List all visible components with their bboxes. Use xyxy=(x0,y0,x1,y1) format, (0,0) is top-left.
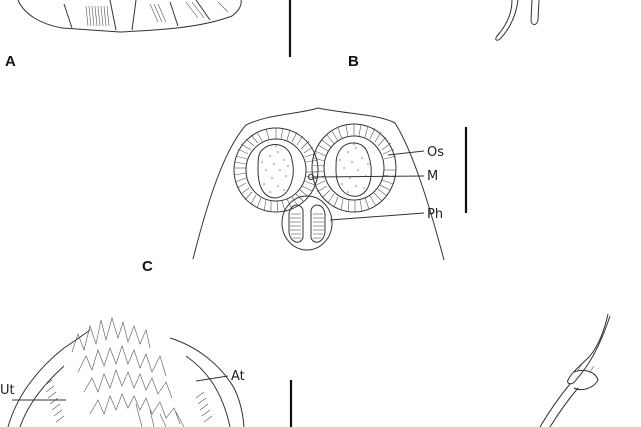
panel-e-drawing xyxy=(539,313,611,427)
label-ut: Ut xyxy=(0,383,15,398)
leader-m xyxy=(313,175,425,178)
panel-c-label: C xyxy=(142,258,153,275)
panel-a-drawing xyxy=(17,0,242,33)
panel-b-label: B xyxy=(348,53,359,70)
oral-sucker-right xyxy=(311,123,397,213)
label-m: M xyxy=(427,169,438,184)
label-os: Os xyxy=(427,145,444,160)
leader-at xyxy=(195,375,229,382)
leader-ph xyxy=(329,212,425,221)
label-at: At xyxy=(231,369,245,384)
panel-d-drawing xyxy=(7,316,245,427)
spine-field xyxy=(71,316,185,427)
panel-b-drawing xyxy=(495,0,540,41)
side-striations xyxy=(43,379,213,423)
panel-a-hatching xyxy=(85,1,229,27)
mouth-opening xyxy=(307,173,315,181)
pharynx xyxy=(281,195,333,251)
oral-sucker-left xyxy=(233,127,319,213)
panel-a-label: A xyxy=(5,53,16,70)
leader-os xyxy=(387,150,425,156)
label-ph: Ph xyxy=(427,207,443,222)
panel-c-drawing xyxy=(192,107,445,261)
anterior-end-outline xyxy=(192,107,445,261)
